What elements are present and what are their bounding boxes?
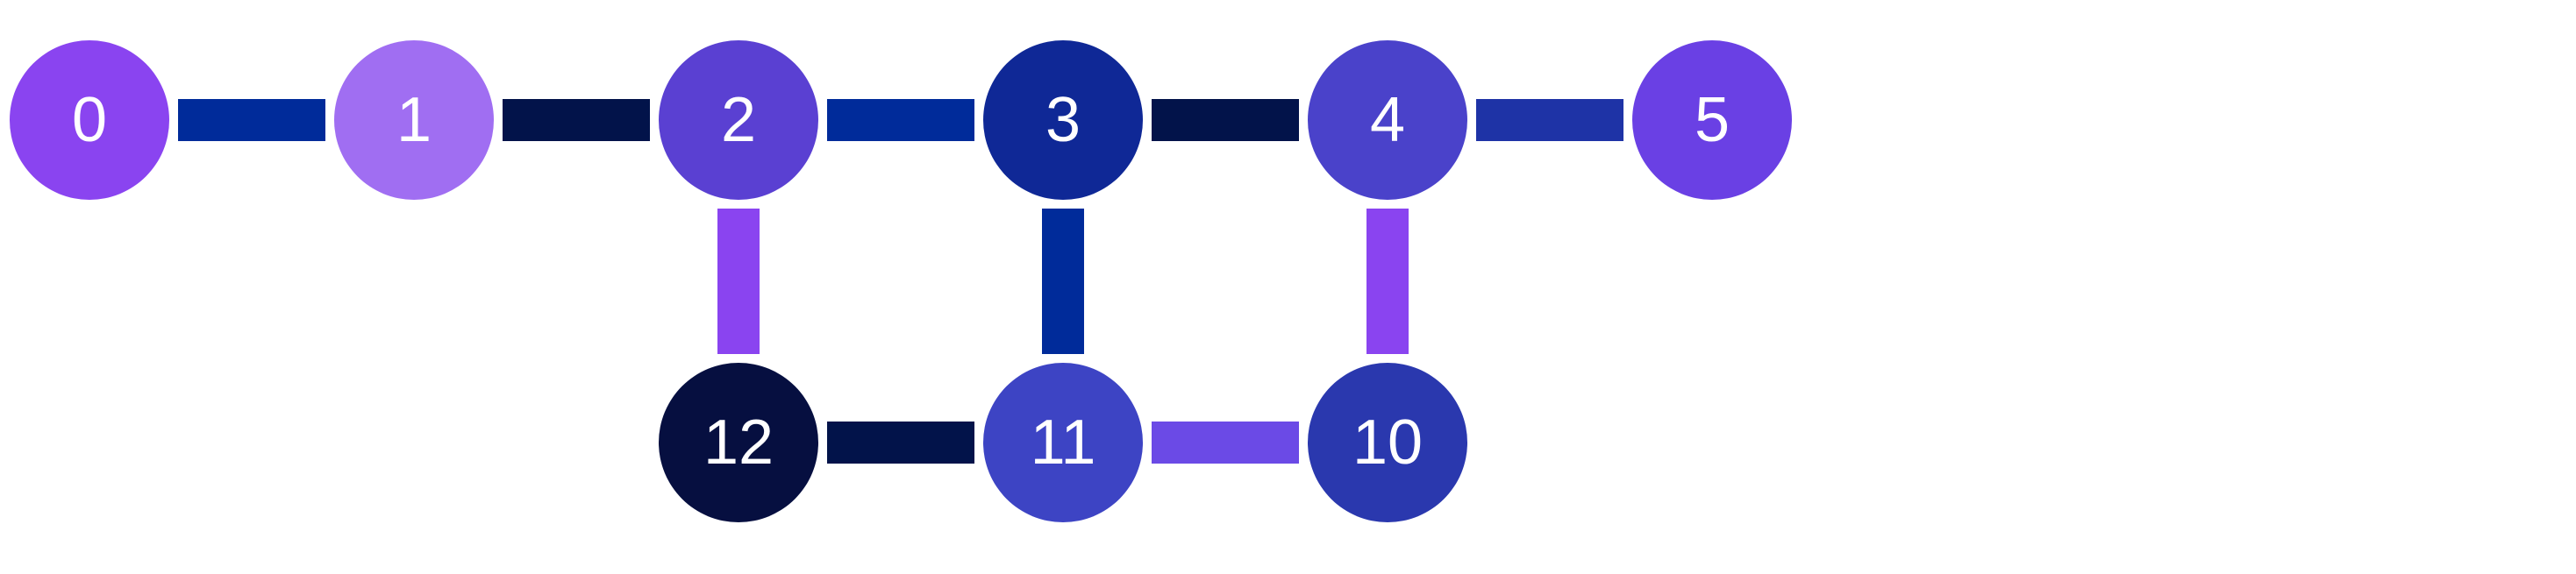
node-4: 4 — [1308, 40, 1467, 200]
node-5: 5 — [1632, 40, 1792, 200]
node-circle — [1308, 40, 1467, 200]
node-11: 11 — [983, 363, 1143, 522]
node-1: 1 — [334, 40, 494, 200]
node-label: 5 — [1695, 85, 1730, 155]
node-label: 2 — [721, 85, 756, 155]
node-circle — [334, 40, 494, 200]
node-label: 4 — [1370, 85, 1405, 155]
node-label: 1 — [396, 85, 432, 155]
node-0: 0 — [10, 40, 169, 200]
node-label: 12 — [703, 407, 774, 478]
node-label: 3 — [1045, 85, 1081, 155]
node-3: 3 — [983, 40, 1143, 200]
node-2: 2 — [659, 40, 818, 200]
node-circle — [1308, 363, 1467, 522]
node-circle — [983, 363, 1143, 522]
node-label: 10 — [1352, 407, 1423, 478]
node-label: 0 — [72, 85, 107, 155]
node-12: 12 — [659, 363, 818, 522]
node-label: 11 — [1031, 407, 1096, 478]
node-circle — [659, 363, 818, 522]
node-circle — [10, 40, 169, 200]
edges-layer — [178, 99, 1623, 464]
node-circle — [659, 40, 818, 200]
node-10: 10 — [1308, 363, 1467, 522]
node-circle — [983, 40, 1143, 200]
node-circle — [1632, 40, 1792, 200]
